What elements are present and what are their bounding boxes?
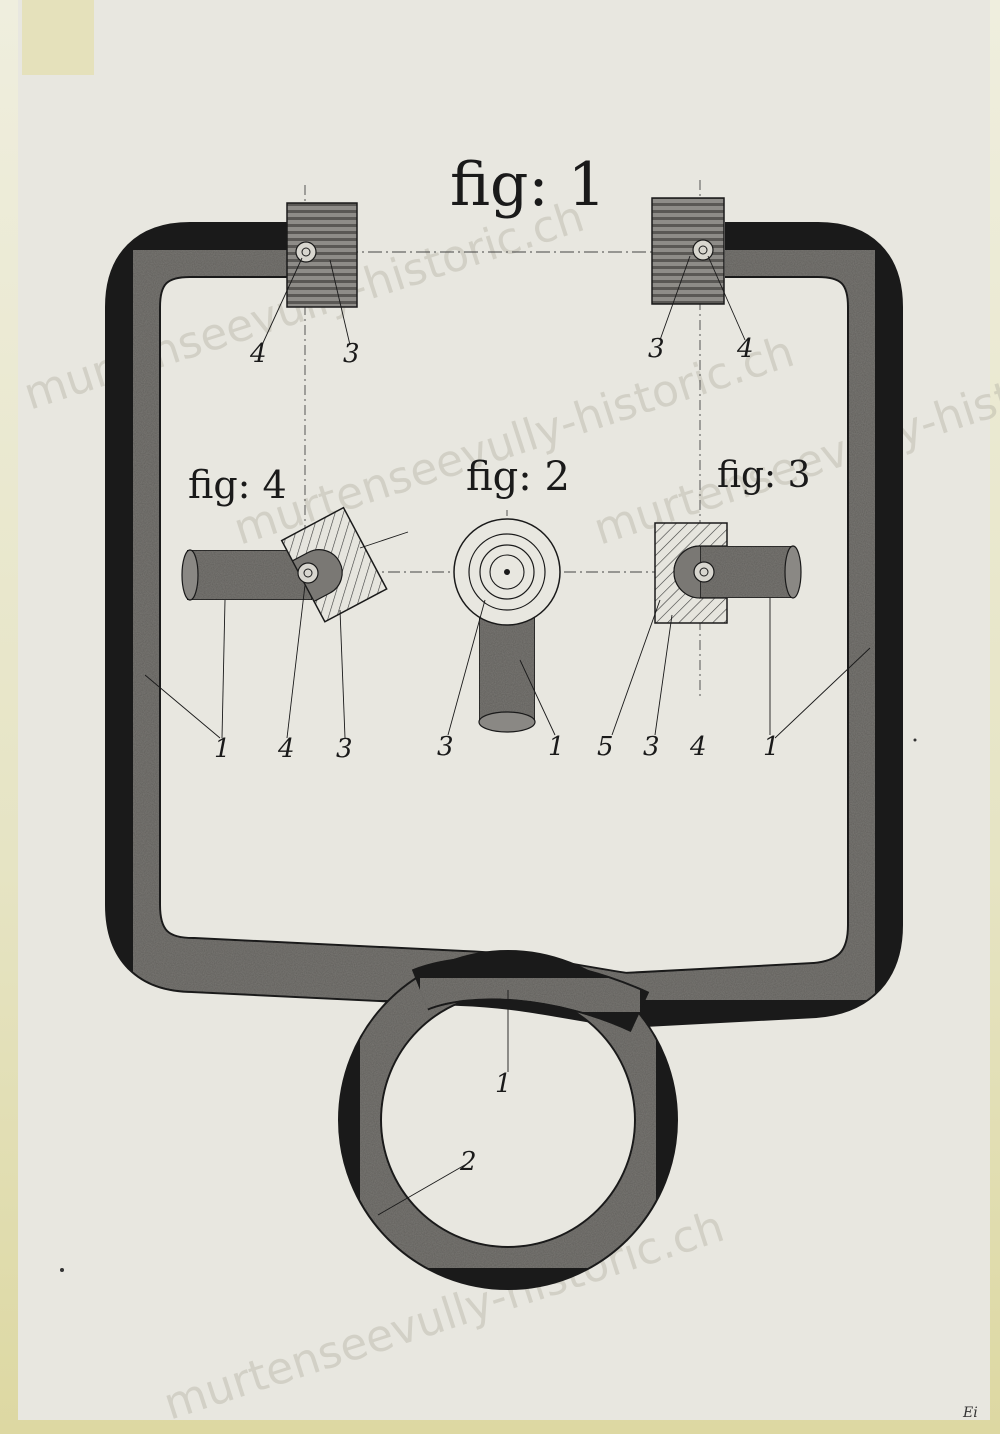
callout-fig3-1: 1 [763, 732, 780, 762]
callout-fig1-right-3: 3 [648, 334, 665, 364]
fig2-title: fig: 2 [466, 454, 570, 500]
speck [60, 1268, 64, 1272]
callout-loop-1: 1 [495, 1069, 512, 1099]
callout-ring-2: 2 [459, 1147, 477, 1177]
fig1-right-block [651, 197, 725, 305]
callout-fig4-1: 1 [214, 734, 231, 764]
fig3-title: fig: 3 [717, 455, 811, 496]
fig1-title: fig: 1 [450, 150, 606, 220]
callout-fig1-left-3: 3 [343, 339, 360, 369]
speck [913, 738, 917, 742]
callout-fig2-1: 1 [548, 732, 565, 762]
fig4-joint [181, 506, 409, 623]
fig4-title: fig: 4 [188, 463, 287, 507]
leader-lines [144, 255, 871, 1216]
tape-mark [22, 0, 94, 75]
fig1-left-block [286, 202, 358, 308]
callout-fig2-3: 3 [437, 732, 454, 762]
fig2-section [453, 518, 561, 733]
corner-mark: Ei [962, 1405, 978, 1421]
hanging-ring [338, 950, 678, 1290]
callout-fig1-right-4: 4 [736, 334, 754, 364]
callout-fig1-left-4: 4 [249, 339, 267, 369]
fig3-joint [654, 522, 802, 624]
callout-fig4-4: 4 [277, 734, 295, 764]
callout-fig3-4: 4 [689, 732, 707, 762]
callout-fig4-3: 3 [336, 734, 353, 764]
callout-fig3-3: 3 [643, 732, 660, 762]
callout-fig3-5: 5 [597, 732, 614, 762]
